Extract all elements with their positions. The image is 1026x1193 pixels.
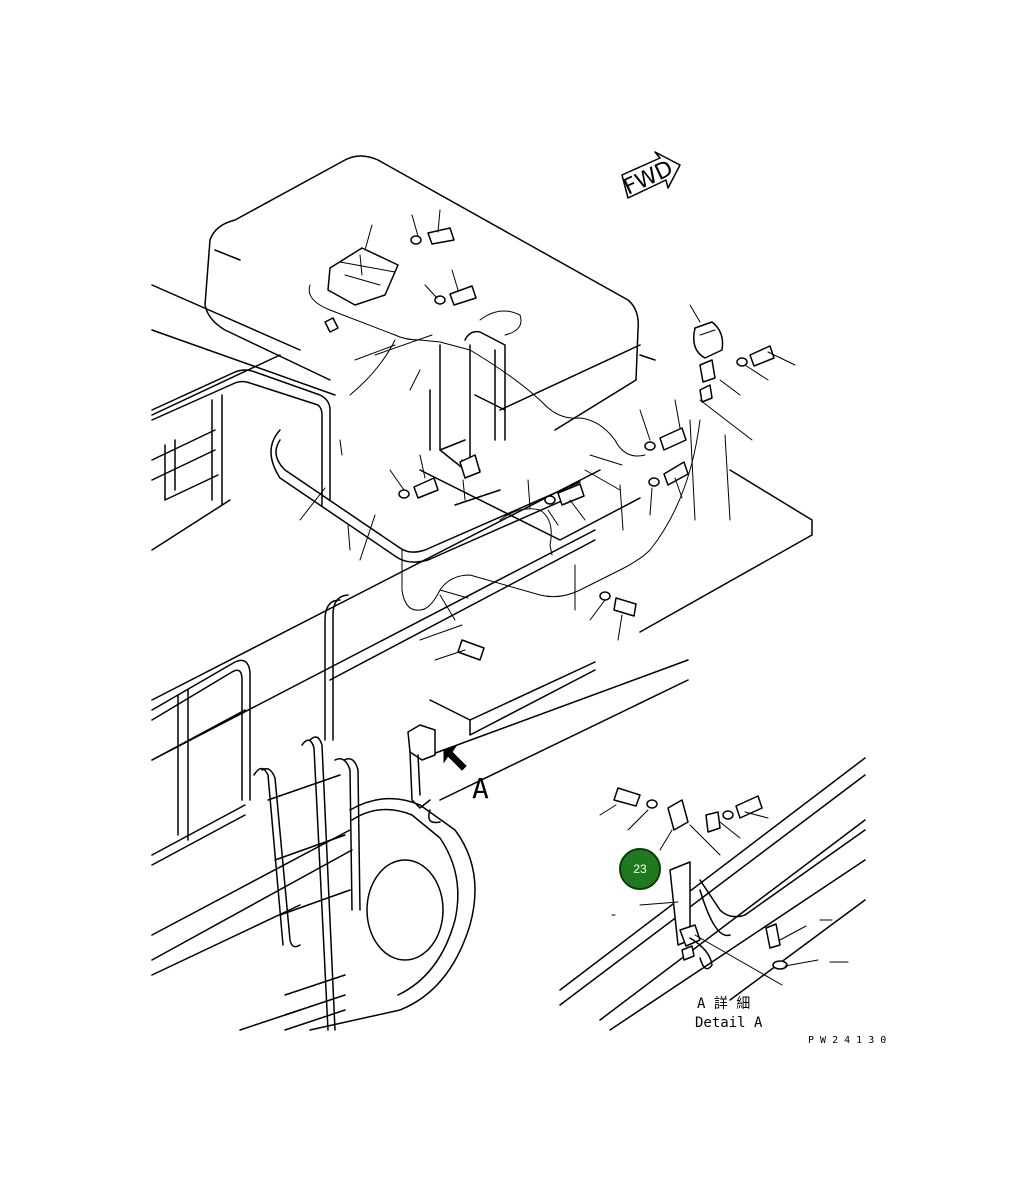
view-label: A — [472, 772, 489, 805]
detail-caption-jp: A 詳 細 — [697, 996, 750, 1012]
bracket-view-a — [407, 724, 441, 824]
ladder — [253, 736, 361, 1031]
callout-number: 23 — [633, 862, 647, 876]
wire-harness — [308, 284, 701, 621]
deck-lines — [151, 284, 813, 801]
detail-caption-en: Detail A — [695, 1015, 763, 1031]
control-box — [324, 247, 399, 333]
callout-23[interactable]: 23 — [619, 848, 661, 890]
fasteners — [398, 227, 775, 661]
detail-a-view — [559, 757, 866, 1031]
drawing-number: P W 2 4 1 3 0 — [808, 1035, 886, 1046]
work-lamp — [693, 321, 724, 383]
crawler-track — [151, 797, 476, 1031]
mounting-frame — [429, 330, 506, 506]
cab-roof — [204, 155, 656, 381]
handrail-upper-left — [151, 369, 583, 563]
view-arrow — [443, 745, 467, 771]
fwd-arrow: FWD — [620, 151, 681, 200]
leader-lines — [299, 209, 796, 661]
handrail-lower-left — [151, 594, 349, 866]
